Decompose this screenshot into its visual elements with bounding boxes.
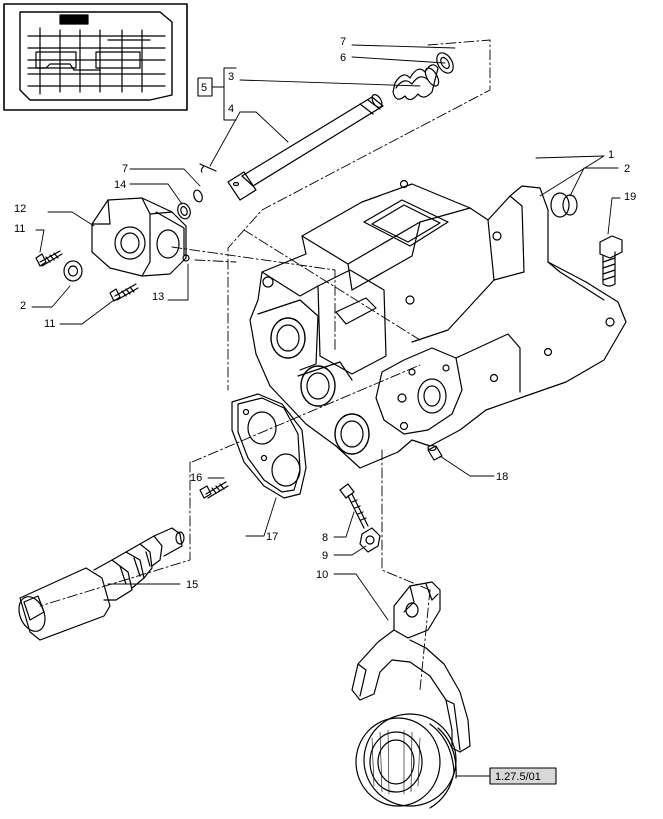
leader-lines xyxy=(31,44,621,777)
callout-18: 18 xyxy=(496,471,508,483)
reference-code: 1.27.5/01 xyxy=(495,771,541,783)
callout-6: 6 xyxy=(340,52,346,64)
callout-11-top: 11 xyxy=(14,223,25,235)
shift-rod-assembly xyxy=(199,52,454,201)
dowel-18 xyxy=(427,444,443,461)
callout-14: 14 xyxy=(114,179,126,191)
callout-labels: 7 6 3 5 4 7 14 12 11 2 11 13 1 2 19 18 1… xyxy=(14,36,636,783)
callout-9: 9 xyxy=(322,550,328,562)
callout-10: 10 xyxy=(316,569,328,581)
callout-5: 5 xyxy=(201,82,207,94)
inset-thumbnail xyxy=(3,3,188,111)
reference-box xyxy=(489,767,557,785)
solenoid-valve-15 xyxy=(18,527,185,641)
shift-fork-10 xyxy=(351,581,471,753)
callout-15: 15 xyxy=(186,579,198,591)
callout-11-bottom: 11 xyxy=(44,318,55,330)
screw-16 xyxy=(199,481,229,499)
callout-3: 3 xyxy=(228,71,234,83)
screw-8-nut-9 xyxy=(339,483,381,553)
callout-4: 4 xyxy=(228,103,234,115)
gasket-17 xyxy=(231,393,307,499)
coupling-sleeve xyxy=(355,713,457,809)
callout-13: 13 xyxy=(152,291,164,303)
cover-12-group xyxy=(35,189,203,302)
callout-16: 16 xyxy=(190,472,202,484)
callout-12: 12 xyxy=(14,203,26,215)
callout-1: 1 xyxy=(608,149,614,161)
housing-1 xyxy=(249,179,627,469)
callout-2-left: 2 xyxy=(20,300,26,312)
callout-2-right: 2 xyxy=(624,163,630,175)
callout-7-left: 7 xyxy=(122,163,128,175)
callout-19: 19 xyxy=(624,191,636,203)
bolt-19 xyxy=(599,235,623,287)
axis-lines xyxy=(39,39,491,691)
callout-7-top: 7 xyxy=(340,36,346,48)
ring-2 xyxy=(562,194,578,216)
callout-17: 17 xyxy=(266,531,278,543)
callout-8: 8 xyxy=(322,532,328,544)
